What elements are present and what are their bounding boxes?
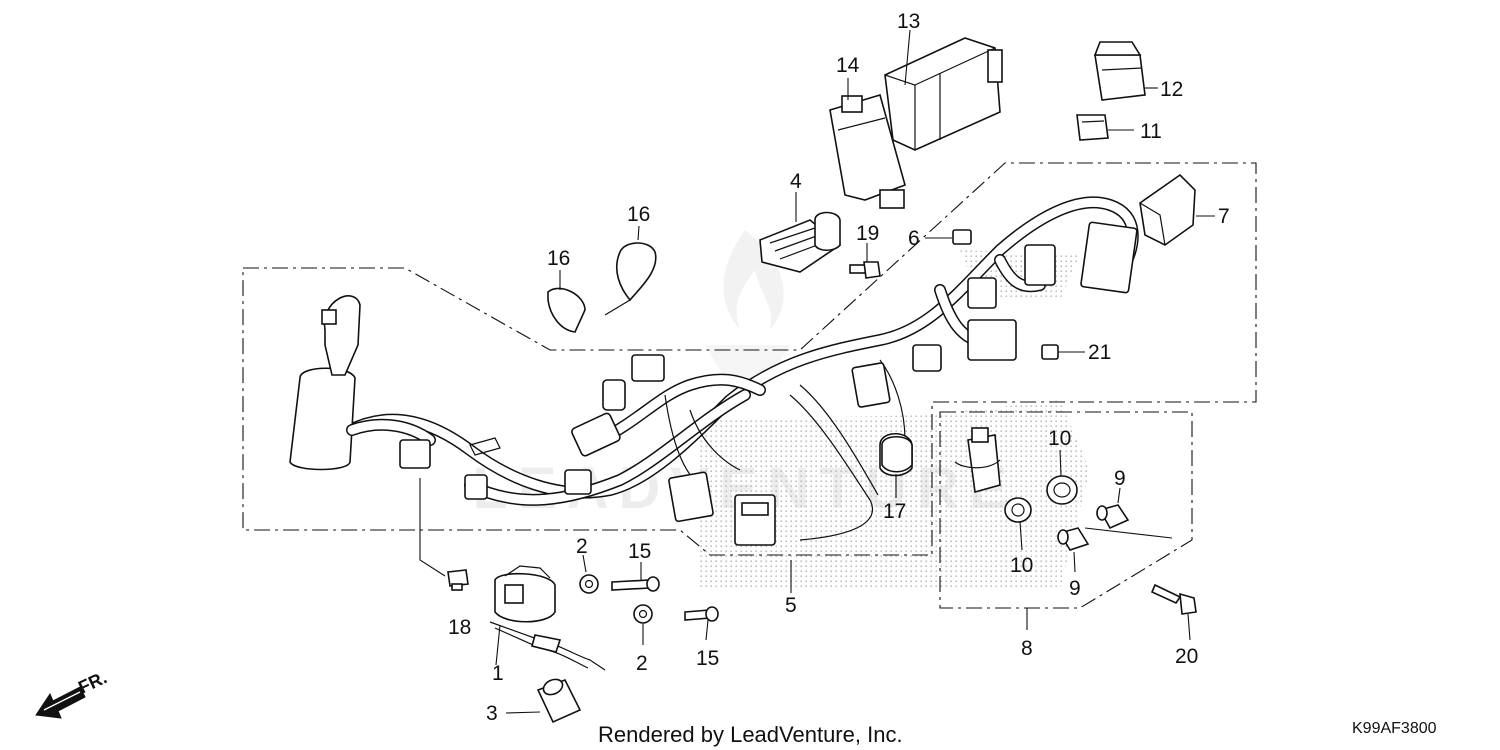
part-11-relay: [1076, 114, 1109, 141]
part-2-nut-lower: [633, 604, 653, 624]
callout-5: 5: [785, 594, 797, 617]
callout-17: 17: [883, 500, 906, 523]
callout-21: 21: [1088, 341, 1111, 364]
part-1-starter-relay: [489, 565, 606, 671]
part-16-tie-band: [547, 242, 657, 333]
part-10-grommet-lower: [1004, 497, 1032, 523]
part-21-clip: [1041, 344, 1059, 360]
callout-13: 13: [897, 10, 920, 33]
callout-10-upper: 10: [1048, 427, 1071, 450]
leader-lines: [419, 29, 1215, 714]
part-6-clip: [952, 229, 972, 245]
part-20-bolt: [1150, 583, 1197, 615]
callout-numbers: 1 2 2 3 4 5 6 7 8 9 9 10 10 11 12 13 14 …: [448, 10, 1230, 725]
part-9-collar-upper: [1096, 504, 1130, 530]
callout-2-lower: 2: [636, 652, 648, 675]
callout-9-lower: 9: [1069, 577, 1081, 600]
footer-diagram-code: K99AF3800: [1352, 720, 1437, 737]
callout-6: 6: [908, 227, 920, 250]
callout-3: 3: [486, 702, 498, 725]
footer-rendered-by: Rendered by LeadVenture, Inc.: [598, 722, 903, 747]
part-3-cap: [536, 678, 582, 724]
part-14-holder: [829, 93, 906, 209]
part-7-cover: [1139, 173, 1196, 246]
part-17-grommet: [881, 435, 913, 473]
callout-16-left: 16: [547, 247, 570, 270]
part-15-screw-lower: [684, 606, 719, 622]
callout-15-lower: 15: [696, 647, 719, 670]
callout-19: 19: [856, 222, 879, 245]
callout-2-upper: 2: [576, 535, 588, 558]
left-connector-assembly: [289, 295, 436, 471]
group-outline-harness: [242, 162, 1257, 556]
callout-11: 11: [1140, 120, 1162, 143]
part-19-bolt: [849, 261, 881, 279]
callout-10-lower: 10: [1010, 554, 1033, 577]
callout-1: 1: [492, 662, 504, 685]
part-2-nut-upper: [579, 574, 599, 594]
callout-15-upper: 15: [628, 540, 651, 563]
part-12-relay: [1093, 41, 1146, 101]
part-15-screw-upper: [611, 576, 660, 592]
group-outline-item-8: [939, 411, 1193, 609]
part-13-ecu: [884, 37, 1003, 151]
callout-14: 14: [836, 54, 860, 77]
callout-18: 18: [448, 616, 471, 639]
callout-7: 7: [1218, 205, 1230, 228]
callout-12: 12: [1160, 78, 1183, 101]
part-4-regulator: [759, 211, 842, 273]
part-8-connector: [954, 427, 1001, 494]
callout-4: 4: [790, 170, 802, 193]
callout-16-upper: 16: [627, 203, 650, 226]
callout-20: 20: [1175, 645, 1198, 668]
part-18-bolt: [447, 569, 469, 591]
part-9-collar-lower: [1057, 527, 1090, 551]
front-direction-arrow-icon: FR.: [35, 667, 110, 719]
harness-connectors: [464, 221, 1138, 546]
callout-9-upper: 9: [1114, 467, 1126, 490]
callout-8: 8: [1021, 637, 1033, 660]
part-10-grommet-upper: [1046, 475, 1078, 505]
